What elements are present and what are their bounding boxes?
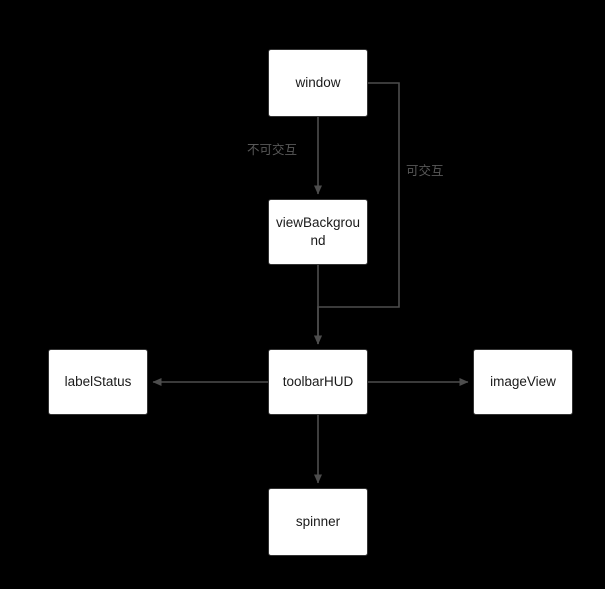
node-window[interactable]: window (268, 49, 368, 117)
node-viewbackground-label: viewBackground (275, 214, 361, 248)
node-imageview-label: imageView (490, 373, 556, 389)
edge-label-non-interactive: 不可交互 (247, 143, 298, 157)
edge-label-interactive: 可交互 (406, 164, 444, 178)
node-imageview[interactable]: imageView (473, 349, 573, 415)
node-window-label: window (295, 74, 341, 90)
node-toolbarhud-label: toolbarHUD (282, 373, 354, 389)
node-spinner[interactable]: spinner (268, 488, 368, 556)
node-labelstatus-label: labelStatus (64, 373, 132, 389)
node-viewbackground[interactable]: viewBackground (268, 199, 368, 265)
node-spinner-label: spinner (295, 513, 341, 529)
node-labelstatus[interactable]: labelStatus (48, 349, 148, 415)
node-toolbarhud[interactable]: toolbarHUD (268, 349, 368, 415)
